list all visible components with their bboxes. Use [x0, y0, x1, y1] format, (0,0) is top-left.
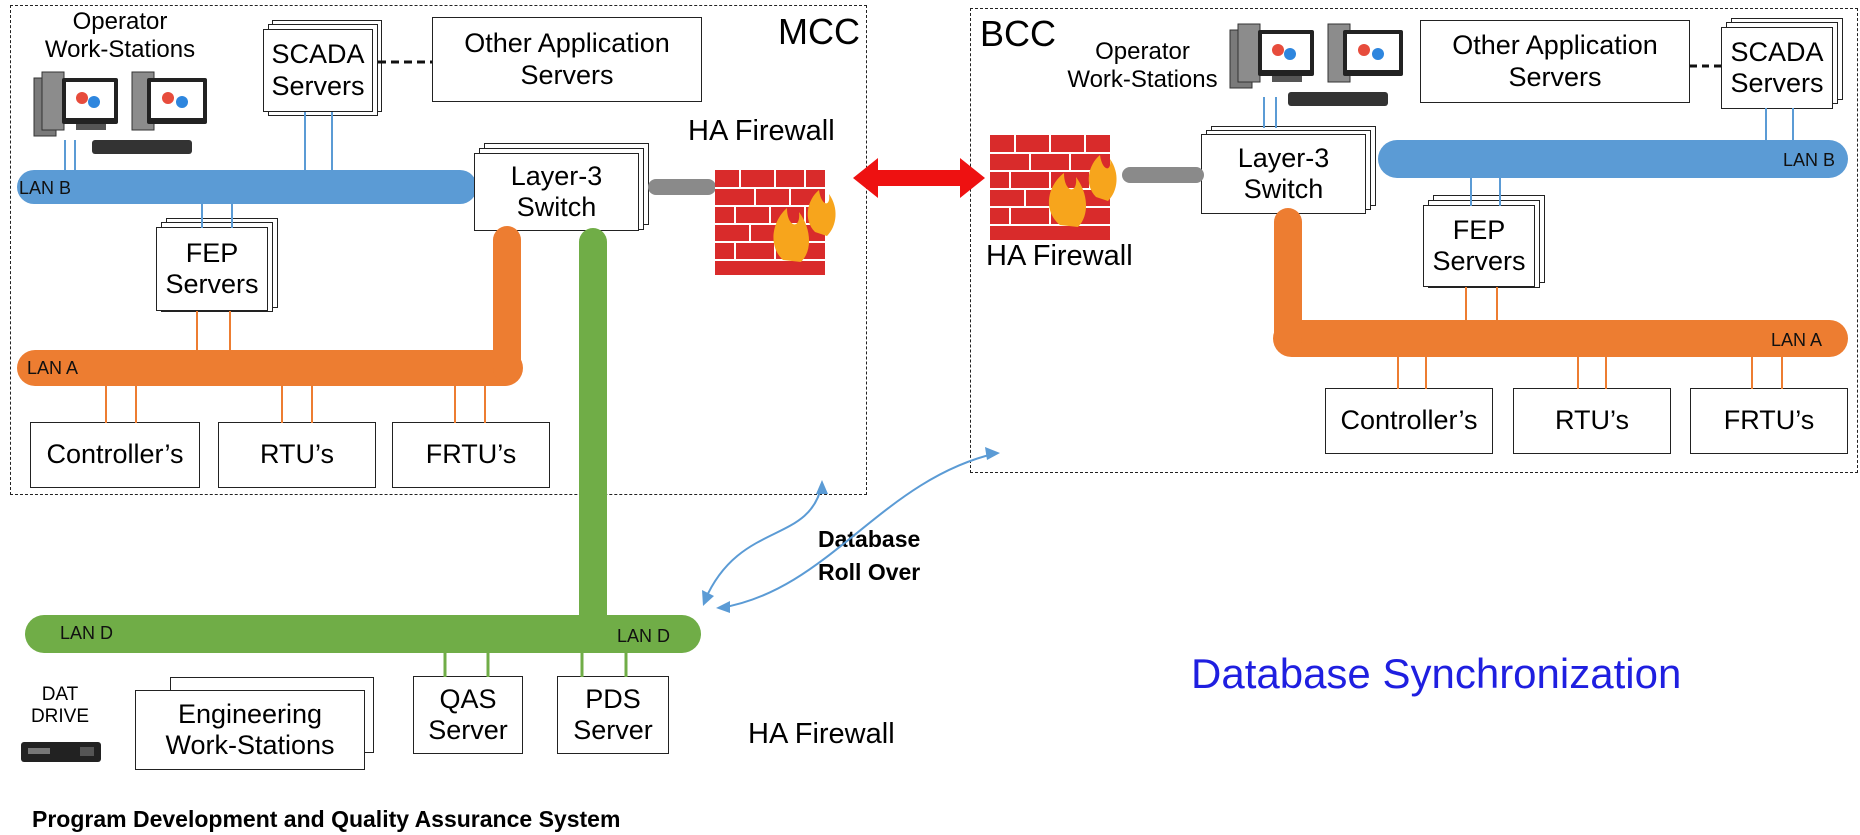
bcc-firewall-link [1122, 167, 1204, 183]
lan-d-right-label: LAN D [617, 626, 671, 646]
database-roll-over-arrowheads [702, 447, 1000, 613]
mcc-scada-servers: SCADA Servers [263, 29, 373, 112]
bcc-lan-b-bus [1378, 140, 1848, 178]
dat-drive-label: DAT DRIVE [30, 684, 90, 727]
database-synchronization-title: Database Synchronization [1191, 650, 1682, 697]
mcc-title: MCC [778, 11, 860, 52]
mcc-lan-a-bus [17, 350, 523, 386]
pdqas-ha-firewall-label: HA Firewall [748, 718, 895, 750]
qas-server: QAS Server [413, 676, 523, 754]
mcc-ha-firewall-label: HA Firewall [688, 115, 835, 147]
bcc-computer-icon [1229, 23, 1403, 106]
bcc-fep-servers: FEP Servers [1423, 205, 1535, 287]
bcc-frtus: FRTU’s [1690, 388, 1848, 454]
mcc-firewall-icon [715, 170, 836, 275]
bcc-title: BCC [980, 13, 1057, 54]
bcc-other-application-servers: Other Application Servers [1420, 20, 1690, 103]
mcc-other-application-servers: Other Application Servers [432, 17, 702, 102]
bcc-layer3-switch: Layer-3 Switch [1201, 134, 1366, 214]
mcc-firewall-link [648, 179, 716, 195]
bcc-firewall-icon [990, 135, 1117, 240]
mcc-frtus: FRTU’s [392, 422, 550, 488]
bcc-operator-workstations-label: Operator Work-Stations [1067, 38, 1218, 93]
mcc-bcc-link-arrow [853, 158, 985, 198]
dat-drive-icon [21, 742, 101, 762]
mcc-lan-b-label: LAN B [19, 178, 72, 198]
bcc-scada-servers: SCADA Servers [1721, 27, 1833, 109]
mcc-zone [10, 5, 867, 495]
mcc-controllers: Controller’s [30, 422, 200, 488]
bcc-lan-a-drops [1397, 287, 1783, 389]
bcc-lan-b-drops [1263, 97, 1794, 206]
bcc-zone [970, 8, 1858, 473]
mcc-layer3-switch: Layer-3 Switch [474, 153, 639, 231]
mcc-lan-b-bus [17, 170, 477, 204]
database-roll-over-arrows [704, 452, 998, 609]
database-roll-over-label: Database Roll Over [818, 526, 921, 586]
mcc-lan-a-label: LAN A [27, 358, 79, 378]
pds-server: PDS Server [557, 676, 669, 754]
mcc-fep-servers: FEP Servers [156, 227, 268, 311]
bcc-lan-b-label: LAN B [1783, 150, 1836, 170]
bcc-controllers: Controller’s [1325, 388, 1493, 454]
mcc-lan-b-drops [64, 112, 333, 228]
pdqas-system-title: Program Development and Quality Assuranc… [32, 806, 621, 832]
mcc-lan-a-drops [105, 311, 486, 423]
lan-d-drops [443, 652, 628, 677]
bcc-rtus: RTU’s [1513, 388, 1671, 454]
mcc-rtus: RTU’s [218, 422, 376, 488]
bcc-ha-firewall-label: HA Firewall [986, 240, 1133, 272]
engineering-workstations: Engineering Work-Stations [135, 690, 365, 770]
bcc-lan-a-bus [1273, 320, 1848, 357]
lan-d-left-label: LAN D [60, 623, 114, 643]
mcc-computer-icon [33, 71, 207, 154]
bcc-lan-a-label: LAN A [1771, 330, 1823, 350]
mcc-operator-workstations-label: Operator Work-Stations [44, 8, 196, 63]
